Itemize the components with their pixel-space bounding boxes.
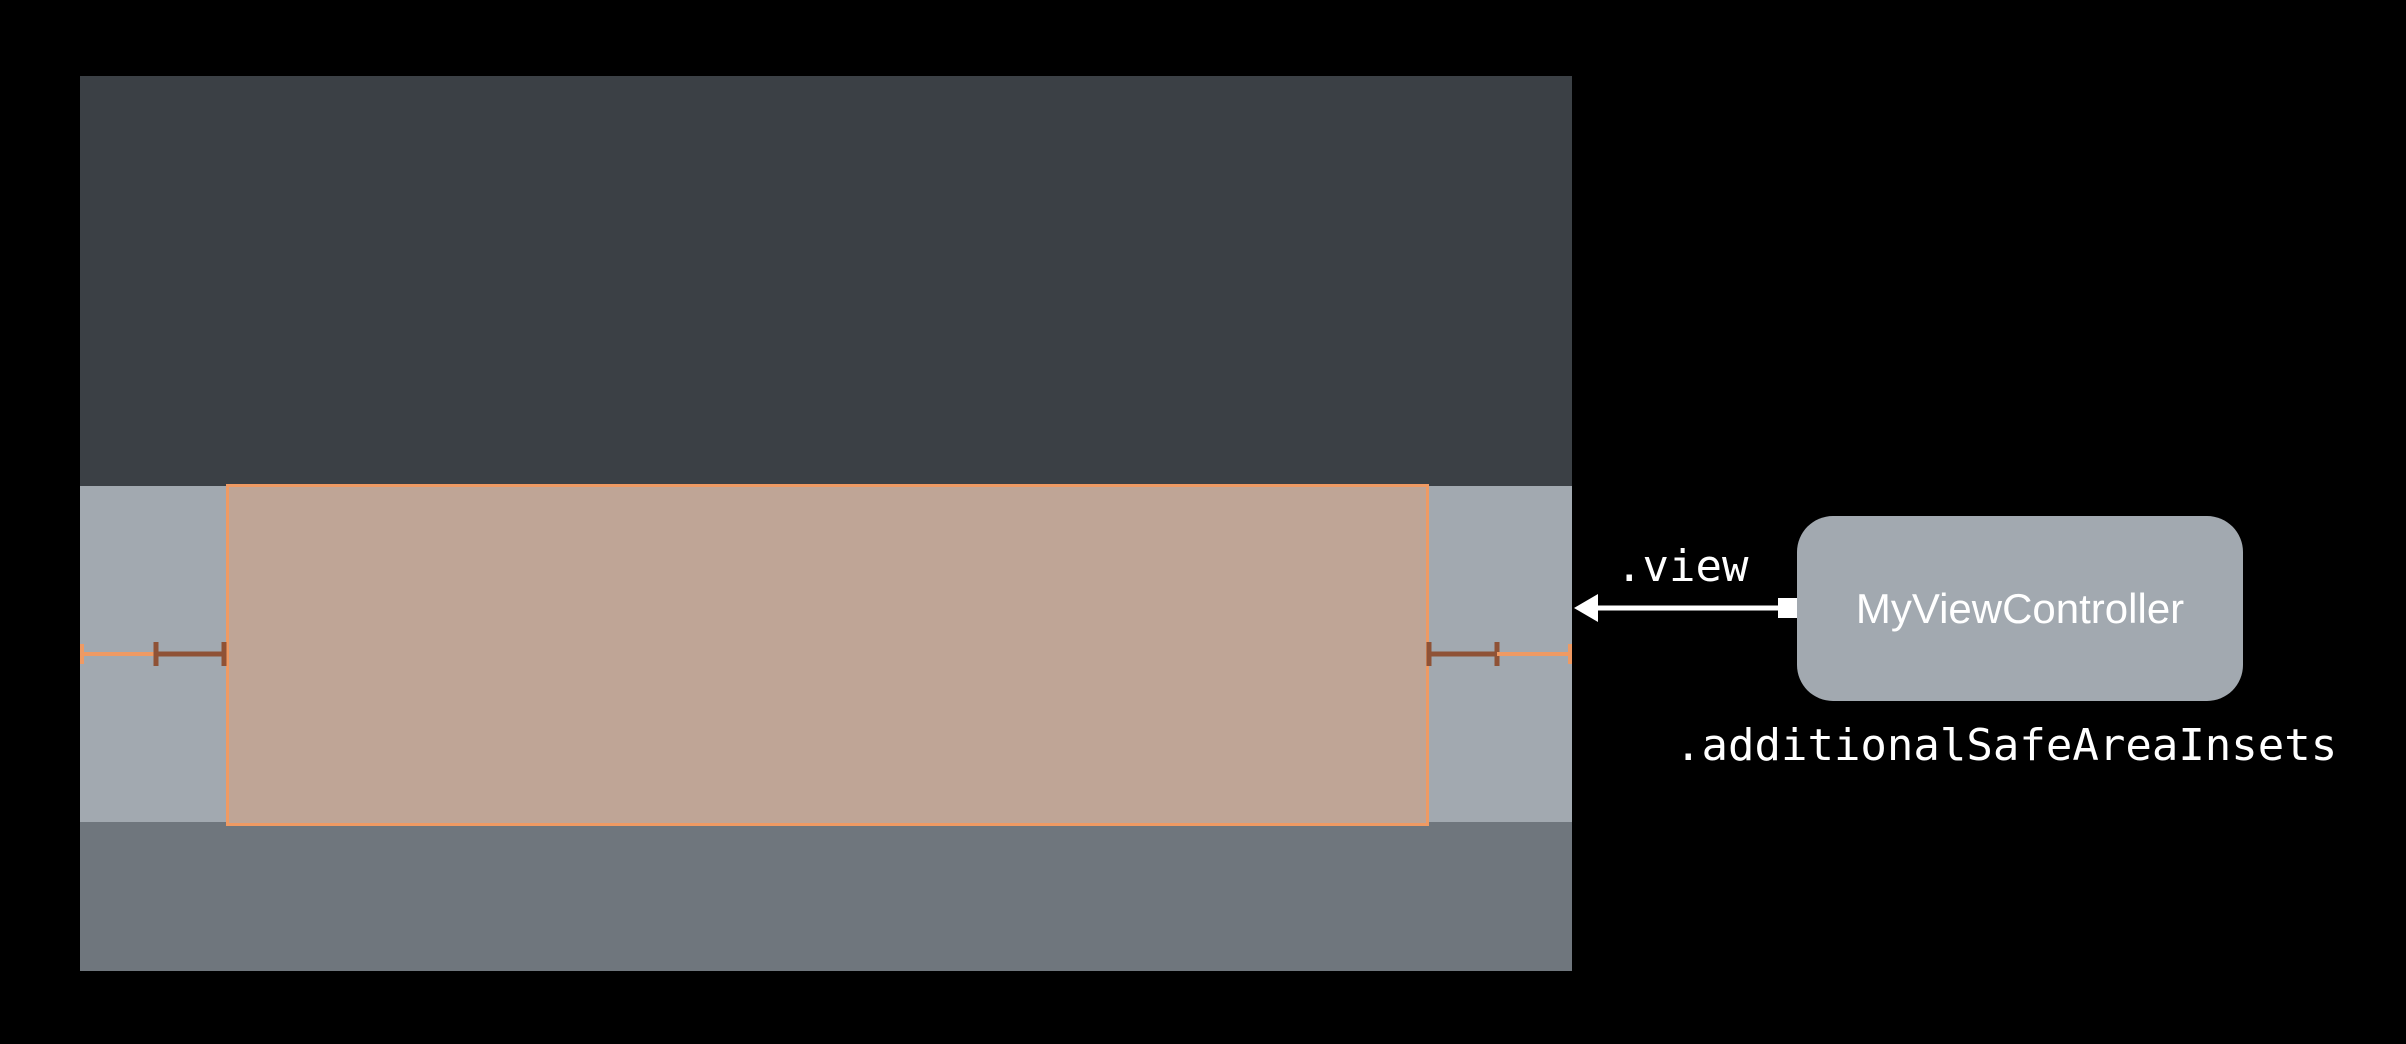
view-property-label: .view <box>1616 541 1749 592</box>
bottom-bar <box>80 822 1572 971</box>
additional-safe-area-insets-label: .additionalSafeAreaInsets <box>1675 720 2338 771</box>
device-screen <box>80 76 1572 971</box>
view-controller-box: MyViewController <box>1797 516 2243 701</box>
safe-area-view <box>226 484 1429 826</box>
view-controller-label: MyViewController <box>1855 584 2185 632</box>
view-connector-arrow <box>1574 594 1798 622</box>
